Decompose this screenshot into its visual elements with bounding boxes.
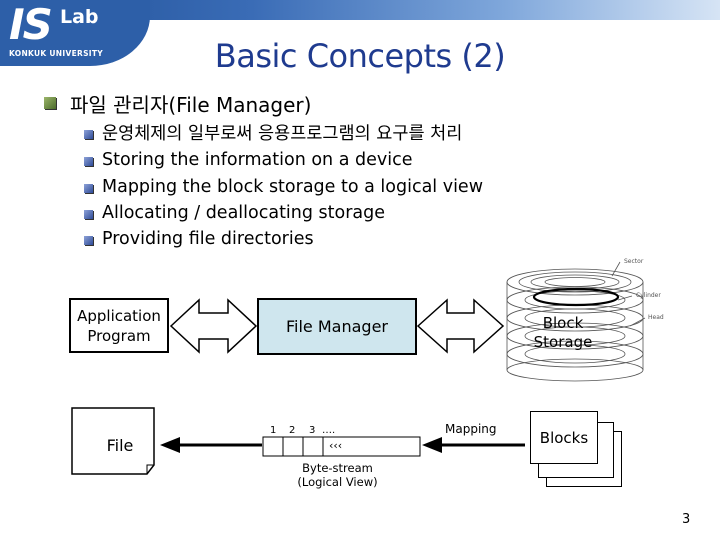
- logical-view-label: (Logical View): [297, 475, 378, 489]
- sub-bullet-4: Allocating / deallocating storage: [102, 203, 386, 223]
- stream-number-2: 2: [289, 425, 296, 436]
- blocks-box: Blocks: [530, 411, 598, 464]
- lab-logo: [0, 0, 150, 66]
- application-program-box: Application Program: [69, 298, 169, 353]
- double-arrow-app-fm: [169, 298, 258, 354]
- sub-bullet-square-icon: [84, 130, 93, 139]
- highlighted-track-icon: [532, 287, 620, 307]
- logo-is-text: IS: [9, 0, 53, 49]
- stream-number-ellipsis: ….: [322, 425, 336, 436]
- header-band: [0, 0, 720, 20]
- sub-bullet-square-icon: [84, 236, 93, 245]
- sub-bullet-5: Providing file directories: [102, 229, 314, 249]
- disk-label-cylinder: Cylinder: [636, 292, 661, 299]
- sub-bullet-square-icon: [84, 184, 93, 193]
- sub-bullet-2: Storing the information on a device: [102, 150, 413, 170]
- stream-ellipsis: ‹‹‹: [329, 439, 343, 452]
- block-storage-label: Block Storage: [533, 314, 593, 351]
- file-document-icon: [71, 407, 155, 475]
- bullet-square-icon: [44, 97, 56, 109]
- byte-stream-cells: [262, 436, 421, 457]
- disk-platters-icon: [506, 261, 646, 382]
- sub-bullet-3: Mapping the block storage to a logical v…: [102, 177, 484, 197]
- slide-title: Basic Concepts (2): [214, 37, 506, 75]
- mapping-label: Mapping: [445, 422, 497, 436]
- file-label: File: [106, 436, 134, 455]
- disk-label-sector: Sector: [624, 258, 644, 265]
- logo-lab-text: Lab: [60, 6, 99, 28]
- main-bullet-text: 파일 관리자(File Manager): [70, 93, 312, 117]
- disk-label-head: Head: [648, 314, 664, 321]
- sub-bullet-square-icon: [84, 210, 93, 219]
- logo-university-text: KONKUK UNIVERSITY: [9, 49, 104, 58]
- byte-stream-label: Byte-stream: [302, 461, 373, 475]
- double-arrow-fm-storage: [416, 298, 505, 354]
- sub-bullet-1: 운영체제의 일부로써 응용프로그램의 요구를 처리: [102, 124, 463, 144]
- page-number: 3: [682, 512, 691, 527]
- stream-number-3: 3: [309, 425, 316, 436]
- sub-bullet-square-icon: [84, 157, 93, 166]
- byte-stream-caption: Byte-stream (Logical View): [270, 461, 405, 489]
- file-manager-box: File Manager: [257, 298, 417, 355]
- stream-number-1: 1: [270, 425, 277, 436]
